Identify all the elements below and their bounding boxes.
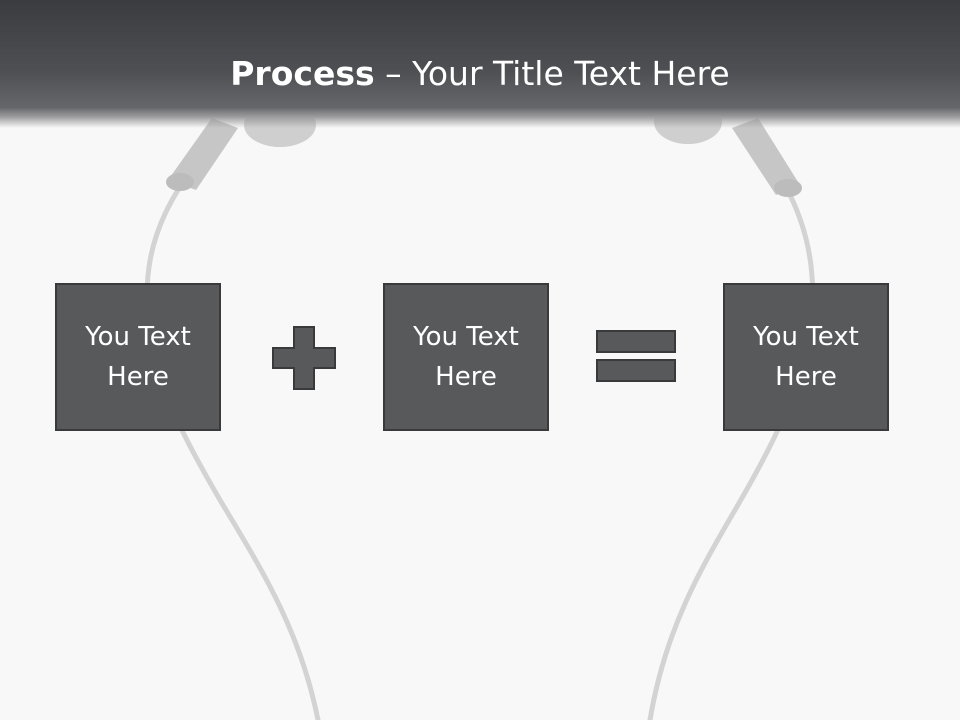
text-box-1: You Text Here: [55, 283, 221, 431]
equals-icon: [596, 330, 676, 382]
text-box-1-label: You Text Here: [85, 322, 191, 392]
slide-title: Process – Your Title Text Here: [0, 52, 960, 96]
text-box-2: You Text Here: [383, 283, 549, 431]
plus-icon: [272, 326, 336, 390]
title-rest: – Your Title Text Here: [374, 54, 730, 93]
text-box-3-label: You Text Here: [753, 322, 859, 392]
text-box-3: You Text Here: [723, 283, 889, 431]
text-box-2-label: You Text Here: [413, 322, 519, 392]
title-bold: Process: [230, 54, 375, 93]
title-bar: Process – Your Title Text Here: [0, 0, 960, 128]
